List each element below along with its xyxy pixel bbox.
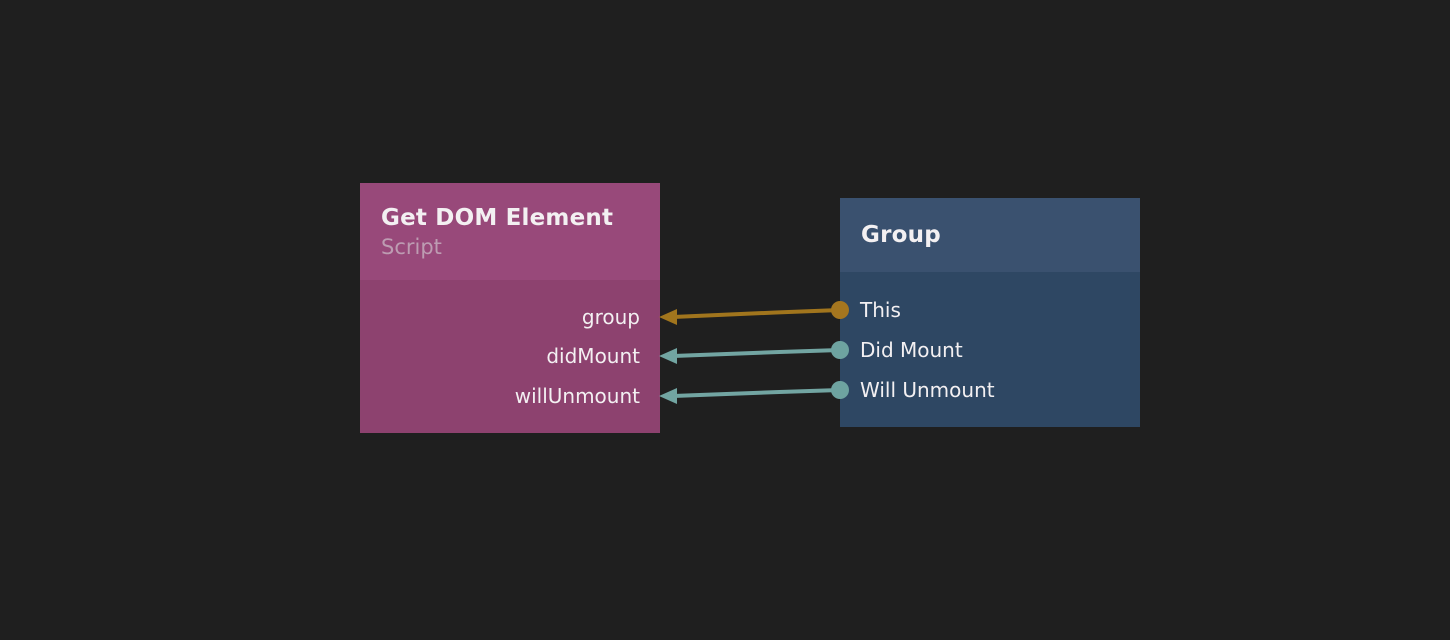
- node-header[interactable]: Group: [840, 198, 1140, 272]
- connection-arrowhead-icon: [659, 309, 677, 325]
- node-header[interactable]: Get DOM Element Script: [360, 183, 660, 280]
- port-this[interactable]: This: [860, 298, 901, 322]
- connection-arrowhead-icon: [659, 388, 677, 404]
- node-title: Group: [861, 222, 941, 248]
- port-didmount[interactable]: didMount: [546, 344, 640, 368]
- node-get-dom-element[interactable]: Get DOM Element Script group didMount will…: [360, 183, 660, 433]
- connection-wire[interactable]: [672, 348, 841, 358]
- port-willunmount[interactable]: willUnmount: [514, 384, 640, 408]
- port-did-mount[interactable]: Did Mount: [860, 338, 963, 362]
- port-group[interactable]: group: [581, 305, 640, 329]
- node-subtitle: Script: [381, 234, 442, 259]
- port-will-unmount[interactable]: Will Unmount: [860, 378, 995, 402]
- connection-arrowhead-icon: [659, 348, 677, 364]
- connection-wire[interactable]: [672, 308, 841, 319]
- connection-wire[interactable]: [672, 388, 841, 398]
- node-title: Get DOM Element: [381, 204, 614, 231]
